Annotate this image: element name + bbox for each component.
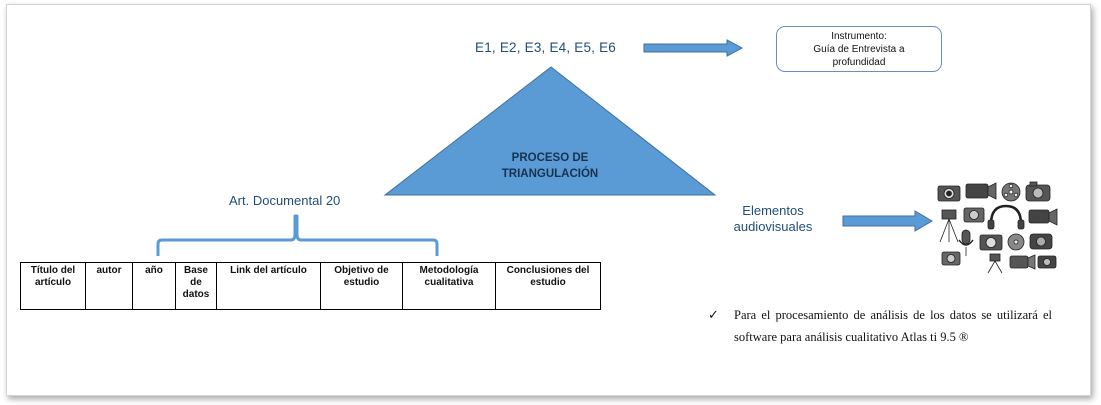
arrow-to-media	[842, 210, 933, 232]
film-reel-icon	[1001, 182, 1021, 202]
checkmark-icon: ✓	[708, 307, 719, 322]
tripod-icon	[939, 209, 959, 243]
video-camera-icon	[965, 182, 997, 200]
header-cell-year: año	[132, 262, 176, 310]
camera-icon	[1025, 181, 1051, 202]
camera-icon	[963, 207, 985, 223]
camera-icon	[937, 185, 961, 202]
video-camera-icon	[1009, 254, 1036, 270]
camera-icon	[941, 251, 961, 266]
headphones-icon	[987, 204, 1025, 230]
criteria-table: Título del artículo autor año Base de da…	[20, 262, 601, 310]
header-cell-title: Título del artículo	[20, 262, 86, 310]
media-label-line1: Elementos	[742, 203, 804, 218]
instrument-box: Instrumento: Guía de Entrevista a profun…	[776, 26, 942, 72]
software-note-text: Para el procesamiento de análisis de los…	[734, 308, 1052, 344]
criteria-header-row: Título del artículo autor año Base de da…	[20, 262, 601, 310]
triangle-label: PROCESO DE TRIANGULACIÓN	[470, 150, 630, 182]
table-brace	[156, 214, 439, 256]
header-cell-methodology: Metodología cualitativa	[402, 262, 496, 310]
header-cell-objective: Objetivo de estudio	[320, 262, 403, 310]
triangle-line1: PROCESO DE	[511, 152, 589, 164]
video-camera-icon	[1028, 208, 1058, 226]
media-label-line2: audiovisuales	[733, 219, 813, 234]
header-cell-database: Base de datos	[175, 262, 217, 310]
participants-label: E1, E2, E3, E4, E5, E6	[475, 40, 616, 55]
instrument-line2: profundidad	[832, 56, 886, 68]
document-label: Art. Documental 20	[229, 193, 341, 208]
header-cell-link: Link del artículo	[216, 262, 321, 310]
triangulation-triangle	[383, 66, 717, 196]
audiovisual-icons	[937, 181, 1058, 274]
film-reel-icon	[1007, 233, 1025, 251]
tripod-icon	[987, 253, 1003, 274]
instrument-title: Instrumento:	[831, 30, 887, 42]
triangle-line2: TRIANGULACIÓN	[501, 168, 599, 180]
camera-icon	[1029, 233, 1053, 250]
camera-icon	[979, 234, 1003, 251]
arrow-to-instrument	[643, 39, 744, 57]
instrument-line1: Guía de Entrevista a	[813, 43, 905, 55]
microphone-icon	[958, 229, 974, 256]
media-label: Elementos audiovisuales	[718, 203, 828, 235]
camera-icon	[1037, 255, 1057, 269]
header-cell-conclusions: Conclusiones del estudio	[495, 262, 601, 310]
header-cell-author: autor	[85, 262, 133, 310]
